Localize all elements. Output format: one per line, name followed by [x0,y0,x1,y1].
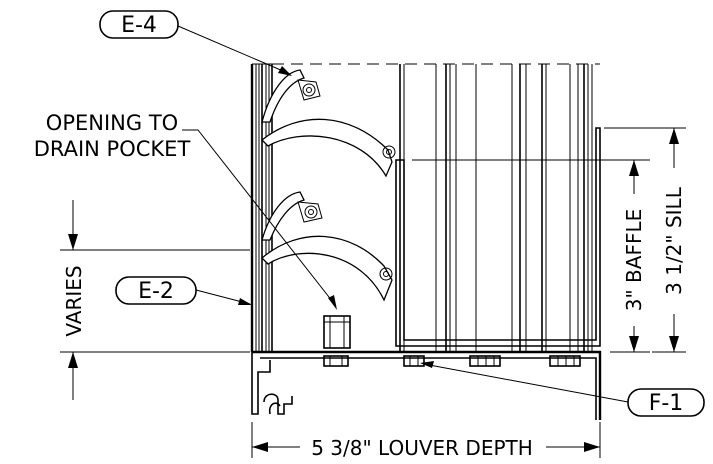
dimension-louver-depth: 5 3/8" LOUVER DEPTH [251,422,601,460]
label-opening-line1: OPENING TO [46,111,178,135]
callout-f1-text: F-1 [649,391,684,416]
sill-bolts [323,355,581,367]
callout-e4-text: E-4 [121,13,157,38]
blade-lower [261,191,393,302]
dimension-varies: VARIES [60,200,250,400]
blade-upper [261,69,396,178]
label-opening: OPENING TO DRAIN POCKET [34,111,337,310]
label-sill: 3 1/2" SILL [662,186,686,295]
label-opening-line2: DRAIN POCKET [34,137,191,161]
drain-pocket-plug [323,315,351,349]
sill [251,350,602,420]
callout-f1: F-1 [420,361,705,417]
callout-e4: E-4 [99,10,292,76]
baffle [395,127,601,347]
dimension-baffle: 3" BAFFLE [412,159,650,353]
label-varies: VARIES [62,265,86,336]
callout-e2: E-2 [115,276,252,305]
label-louver-depth: 5 3/8" LOUVER DEPTH [311,436,533,460]
label-baffle: 3" BAFFLE [622,209,646,311]
callout-e2-text: E-2 [138,279,174,304]
right-mullion [399,64,593,352]
dimension-sill: 3 1/2" SILL [604,127,686,353]
